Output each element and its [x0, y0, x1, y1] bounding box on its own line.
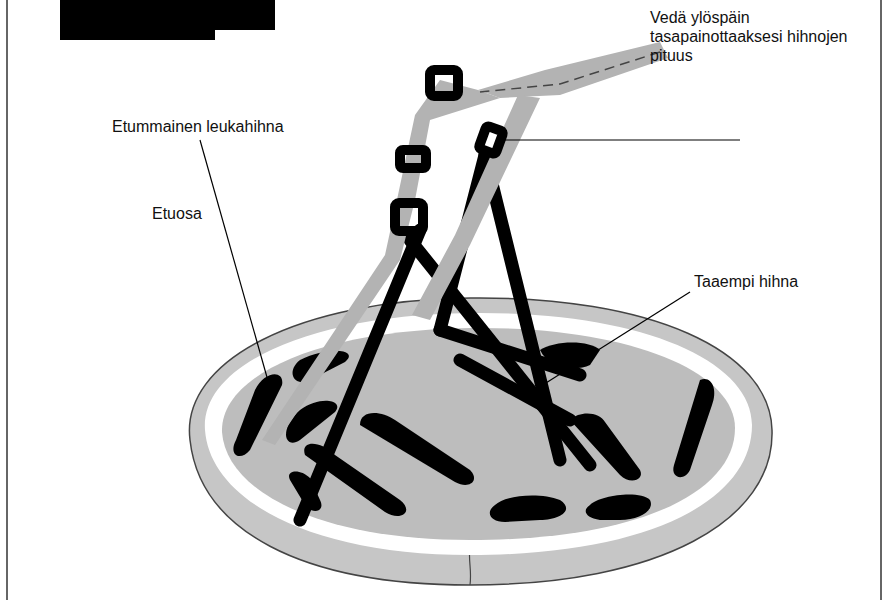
frame-line: [6, 0, 8, 600]
part-label: Vedä ylöspäin tasapainottaaksesi hihnoje…: [650, 8, 880, 65]
part-label: Etummainen leukahihna: [112, 117, 284, 136]
grey-straps: [262, 42, 668, 445]
buckles: [395, 70, 504, 231]
helmet-rim: [205, 313, 752, 555]
part-label: Taaempi hihna: [694, 272, 798, 291]
black-block: [60, 0, 275, 40]
leader-lines: [200, 140, 740, 395]
part-label: Etuosa: [152, 204, 202, 223]
frame-line: [880, 0, 882, 600]
